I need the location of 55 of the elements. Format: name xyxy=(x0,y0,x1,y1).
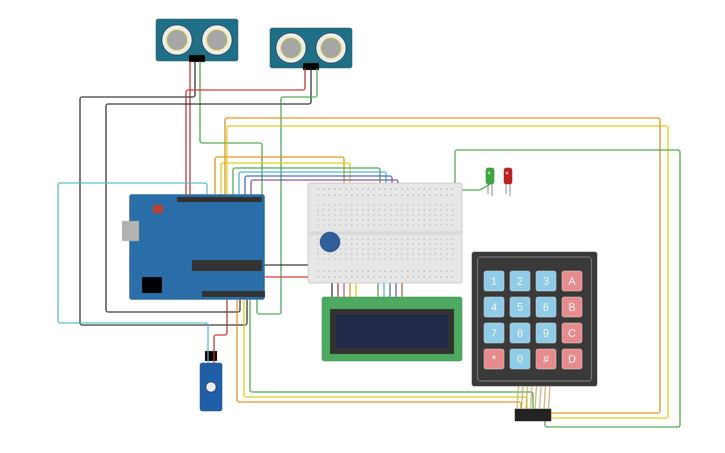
ribbon-cable xyxy=(516,386,550,410)
wire xyxy=(199,61,263,194)
wire xyxy=(238,171,387,194)
keypad-key: 4 xyxy=(484,296,504,318)
wire xyxy=(377,283,379,297)
wire xyxy=(185,68,306,194)
keypad-key: 8 xyxy=(510,322,530,344)
wire xyxy=(189,61,191,194)
wire xyxy=(264,264,308,266)
keypad-key: D xyxy=(562,348,582,370)
wire xyxy=(264,276,308,278)
wire xyxy=(256,68,318,315)
wire xyxy=(232,167,381,194)
servo-motor-drawing xyxy=(200,351,222,412)
wire xyxy=(331,283,333,297)
keypad-key: 2 xyxy=(510,270,530,292)
ultrasonic-sensor-drawing xyxy=(270,28,352,70)
wire xyxy=(244,175,393,194)
keypad-key: 1 xyxy=(484,270,504,292)
keypad-key: 6 xyxy=(536,296,556,318)
keypad-key: B xyxy=(562,296,582,318)
keypad-key: # xyxy=(536,348,556,370)
lcd-display-drawing xyxy=(322,296,462,362)
keypad-key: 0 xyxy=(510,348,530,370)
wire xyxy=(57,182,209,363)
potentiometer-drawing xyxy=(320,232,340,252)
keypad-key: 3 xyxy=(536,270,556,292)
wire xyxy=(79,61,248,326)
wire xyxy=(462,184,490,191)
wire xyxy=(220,162,351,194)
keypad-key: 7 xyxy=(484,322,504,344)
wire xyxy=(454,149,681,428)
keypad-key: A xyxy=(562,270,582,292)
microcontroller-board-drawing xyxy=(122,194,265,300)
wire xyxy=(250,179,399,194)
wire xyxy=(214,156,345,194)
pin-header xyxy=(514,408,552,422)
wire xyxy=(105,68,312,313)
wire xyxy=(401,283,403,297)
led-drawing xyxy=(486,168,494,196)
wire xyxy=(383,283,385,297)
wire xyxy=(213,300,228,363)
wire xyxy=(349,283,351,297)
keypad-key: 5 xyxy=(510,296,530,318)
wire xyxy=(395,283,397,297)
led-drawing xyxy=(504,168,512,196)
keypad-key: C xyxy=(562,322,582,344)
wire xyxy=(337,283,339,297)
keypad-key: 9 xyxy=(536,322,556,344)
wire xyxy=(355,283,357,297)
ultrasonic-sensor-drawing xyxy=(156,18,238,62)
wire xyxy=(389,283,391,297)
keypad-key: * xyxy=(484,348,504,370)
breadboard-drawing xyxy=(308,182,462,284)
wire xyxy=(343,283,345,297)
